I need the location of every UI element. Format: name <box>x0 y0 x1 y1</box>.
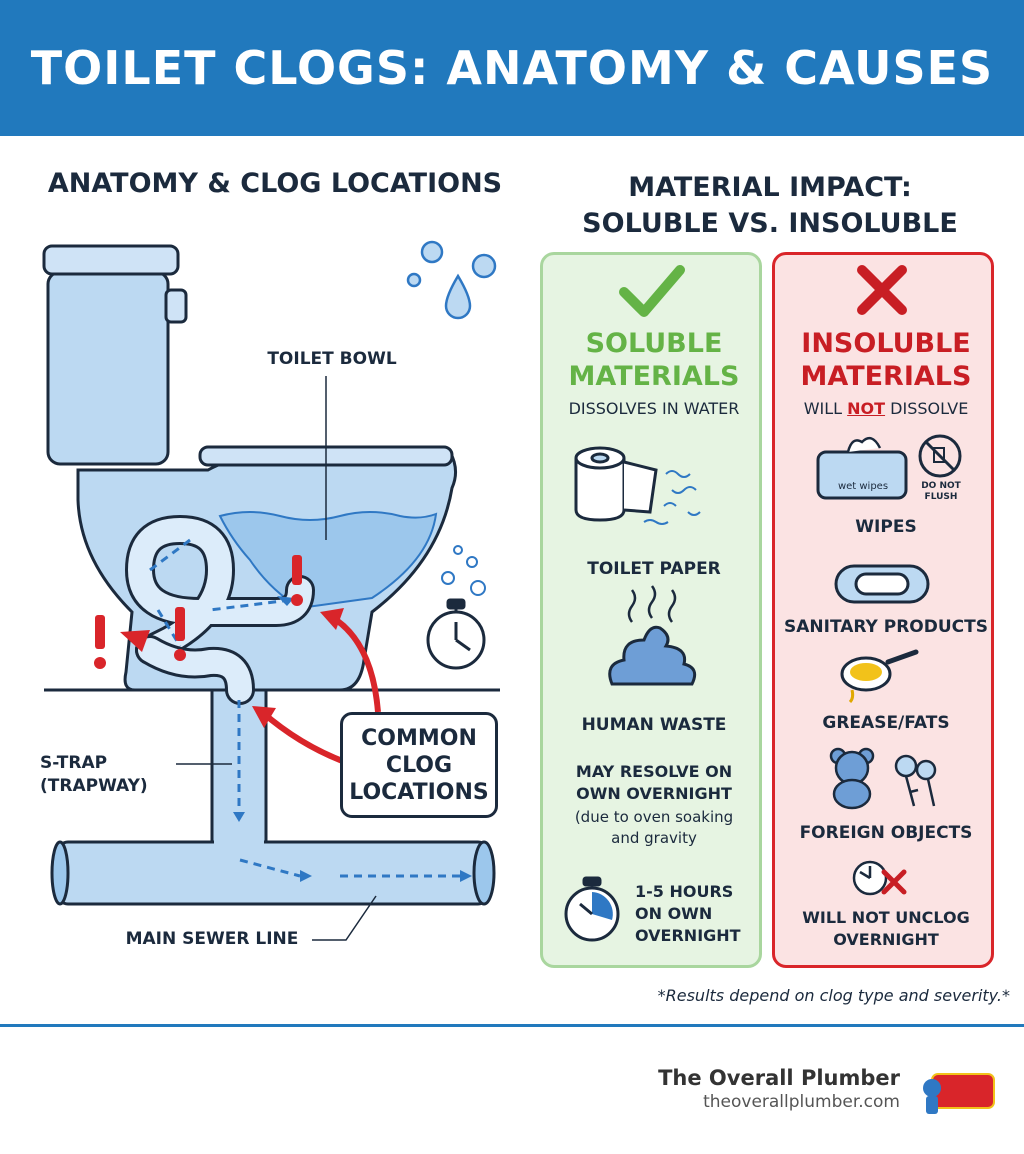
toilet-paper-icon <box>574 446 658 522</box>
sanitary-product-icon <box>834 564 930 604</box>
material-title-line-2: SOLUBLE VS. INSOLUBLE <box>582 208 958 239</box>
plumber-logo-icon <box>923 1073 995 1114</box>
time-line-3: OVERNIGHT <box>635 926 741 945</box>
insoluble-subtitle: WILL NOT DISSOLVE <box>775 399 997 418</box>
resolve-reason-line-2: and gravity <box>611 829 697 847</box>
resolve-reason-line-1: (due to oven soaking <box>574 808 734 826</box>
wet-wipes-pack-text: wet wipes <box>837 481 889 492</box>
results-footnote: *Results depend on clog type and severit… <box>657 986 1010 1005</box>
time-line-2: ON OWN <box>635 904 713 923</box>
insoluble-heading-line-2: MATERIALS <box>800 361 972 392</box>
no-overnight-clock-icon <box>852 860 907 896</box>
bubbles-icon <box>441 545 486 596</box>
soluble-stopwatch-icon <box>564 876 620 942</box>
insoluble-heading-line-1: INSOLUBLE <box>801 328 971 359</box>
do-not-flush-line-1: DO NOT <box>921 481 961 491</box>
soluble-heading-line-2: MATERIALS <box>568 361 740 392</box>
insoluble-heading: INSOLUBLE MATERIALS <box>775 327 997 393</box>
material-section-title: MATERIAL IMPACT: SOLUBLE VS. INSOLUBLE <box>535 170 1005 242</box>
human-waste-icon <box>608 585 697 686</box>
insoluble-subtitle-pre: WILL <box>803 399 843 418</box>
s-trap-label: S-TRAP (TRAPWAY) <box>40 752 170 798</box>
brand-url[interactable]: theoverallplumber.com <box>703 1092 900 1112</box>
anatomy-section-title: ANATOMY & CLOG LOCATIONS <box>47 168 503 199</box>
resolve-overnight-note: MAY RESOLVE ON OWN OVERNIGHT <box>543 761 765 805</box>
common-clog-locations-callout: COMMON CLOG LOCATIONS <box>340 712 498 818</box>
main-sewer-line-label: MAIN SEWER LINE <box>125 929 299 949</box>
toilet-paper-label: TOILET PAPER <box>587 559 721 579</box>
do-not-flush-text: DO NOT FLUSH <box>910 481 972 503</box>
resolve-line-1: MAY RESOLVE ON <box>575 762 733 781</box>
check-icon <box>619 265 685 317</box>
stopwatch-icon <box>426 598 486 670</box>
clog-callout-line-3: LOCATIONS <box>349 779 489 805</box>
teddy-bear-icon <box>829 747 875 810</box>
grease-fats-label: GREASE/FATS <box>822 713 950 733</box>
material-title-line-1: MATERIAL IMPACT: <box>628 172 912 203</box>
grease-pan-icon <box>840 649 919 704</box>
do-not-flush-icon <box>918 434 962 478</box>
page-title: TOILET CLOGS: ANATOMY & CAUSES <box>30 41 994 95</box>
time-line-1: 1-5 HOURS <box>635 882 734 901</box>
wet-wipes-icon <box>816 436 908 500</box>
soluble-materials-panel: SOLUBLE MATERIALS DISSOLVES IN WATER TOI… <box>540 252 762 968</box>
keys-icon <box>894 754 937 807</box>
insoluble-materials-panel: INSOLUBLE MATERIALS WILL NOT DISSOLVE WI… <box>772 252 994 968</box>
resolve-time-note: 1-5 HOURS ON OWN OVERNIGHT <box>635 881 755 947</box>
clog-callout-line-1: COMMON <box>361 725 477 751</box>
bowl-water <box>218 511 438 610</box>
outcome-line-1: WILL NOT UNCLOG <box>802 908 970 927</box>
resolve-line-2: OWN OVERNIGHT <box>576 784 732 803</box>
title-banner <box>0 0 1024 136</box>
do-not-flush-line-2: FLUSH <box>924 492 958 502</box>
human-waste-label: HUMAN WASTE <box>581 715 727 735</box>
cross-icon <box>857 265 907 315</box>
s-trap-label-line-2: (TRAPWAY) <box>40 776 148 796</box>
tank-lid <box>42 244 180 276</box>
alert-icon <box>94 555 303 669</box>
flush-handle <box>164 288 188 324</box>
s-trap-label-line-1: S-TRAP <box>40 753 108 773</box>
resolve-reason-note: (due to oven soaking and gravity <box>543 807 765 849</box>
soluble-heading-line-1: SOLUBLE <box>585 328 723 359</box>
soluble-subtitle: DISSOLVES IN WATER <box>568 399 740 418</box>
soluble-heading: SOLUBLE MATERIALS <box>543 327 765 393</box>
toilet-bowl-label: TOILET BOWL <box>267 349 397 369</box>
insoluble-subtitle-not: NOT <box>847 399 886 418</box>
footer-divider <box>0 1024 1024 1027</box>
clog-callout-line-2: CLOG <box>385 752 453 778</box>
dissolving-fibers-icon <box>643 470 701 525</box>
wipes-label: WIPES <box>855 517 917 537</box>
brand-name: The Overall Plumber <box>658 1066 900 1090</box>
outcome-line-2: OVERNIGHT <box>833 930 939 949</box>
water-droplets-icon <box>406 240 497 320</box>
alert-arrow-icon <box>120 630 150 652</box>
sewer-pipe-end <box>472 840 496 906</box>
will-not-unclog-note: WILL NOT UNCLOG OVERNIGHT <box>775 907 997 951</box>
insoluble-subtitle-post: DISSOLVE <box>890 399 969 418</box>
foreign-objects-label: FOREIGN OBJECTS <box>799 823 973 843</box>
sanitary-products-label: SANITARY PRODUCTS <box>783 617 988 637</box>
